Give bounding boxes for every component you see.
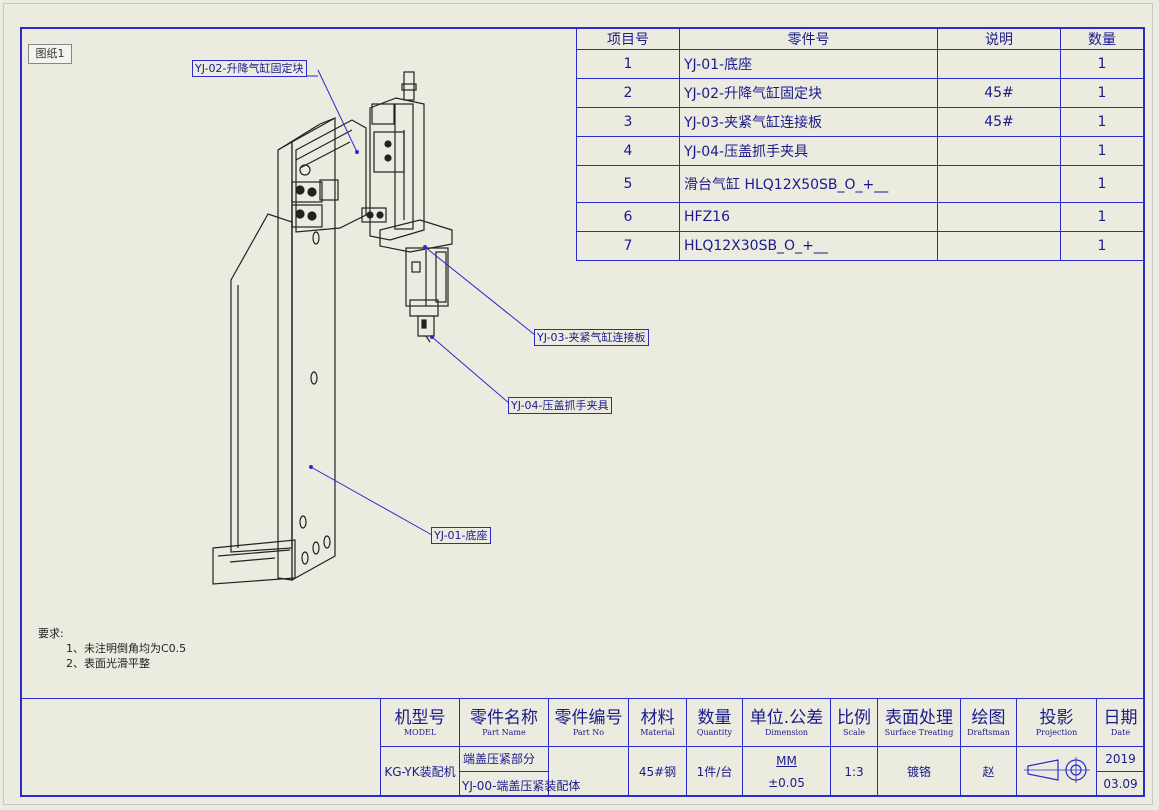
bom-qty: 1 bbox=[1060, 49, 1144, 79]
bom-qty: 1 bbox=[1060, 107, 1144, 137]
tb-scale-value: 1:3 bbox=[830, 746, 878, 797]
bom-part: YJ-04-压盖抓手夹具 bbox=[679, 136, 938, 166]
bom-qty: 1 bbox=[1060, 165, 1144, 203]
bom-row: 2 YJ-02-升降气缸固定块 45# 1 bbox=[576, 78, 1144, 108]
sheet-tab[interactable]: 图纸1 bbox=[28, 44, 72, 64]
callout-yj03[interactable]: YJ-03-夹紧气缸连接板 bbox=[534, 329, 649, 346]
bom-part: YJ-02-升降气缸固定块 bbox=[679, 78, 938, 108]
tb-unit-cell: MM ±0.05 bbox=[742, 746, 831, 797]
bom-desc bbox=[937, 136, 1061, 166]
sheet-outer-border bbox=[3, 3, 1153, 805]
tb-surface-value: 镀铬 bbox=[877, 746, 961, 797]
tb-draftsman-value: 赵 bbox=[960, 746, 1017, 797]
bom-item: 4 bbox=[576, 136, 680, 166]
bom-item: 3 bbox=[576, 107, 680, 137]
bom-part: 滑台气缸 HLQ12X50SB_O_+__ bbox=[679, 165, 938, 203]
bom-header-item: 项目号 bbox=[576, 27, 680, 50]
tb-partname-cell: 端盖压紧部分 bbox=[459, 746, 549, 797]
callout-yj02[interactable]: YJ-02-升降气缸固定块 bbox=[192, 60, 307, 77]
bom-header-row: 项目号 零件号 说明 数量 bbox=[576, 27, 1144, 50]
tb-partname-value: 端盖压紧部分 bbox=[460, 748, 548, 772]
bom-row: 1 YJ-01-底座 1 bbox=[576, 49, 1144, 79]
tb-qty-value: 1件/台 bbox=[686, 746, 743, 797]
leader-lines bbox=[192, 69, 536, 536]
notes-line: 2、表面光滑平整 bbox=[66, 657, 150, 670]
bom-desc: 45# bbox=[937, 107, 1061, 137]
bom-part: HLQ12X30SB_O_+__ bbox=[679, 231, 938, 261]
tb-model-value: KG-YK装配机 bbox=[380, 746, 460, 797]
notes-line: 1、未注明倒角均为C0.5 bbox=[66, 642, 187, 655]
bom-desc bbox=[937, 231, 1061, 261]
title-block-top-line bbox=[20, 698, 380, 699]
bom-header-qty: 数量 bbox=[1060, 27, 1144, 50]
tb-date-monthday: 03.09 bbox=[1103, 777, 1138, 791]
base-part bbox=[212, 116, 336, 585]
technical-notes: 要求: 1、未注明倒角均为C0.5 2、表面光滑平整 bbox=[38, 626, 186, 671]
bom-item: 1 bbox=[576, 49, 680, 79]
bom-desc bbox=[937, 202, 1061, 232]
clamp-plate-and-gripper bbox=[379, 219, 453, 343]
callout-yj04[interactable]: YJ-04-压盖抓手夹具 bbox=[508, 397, 612, 414]
callout-yj01[interactable]: YJ-01-底座 bbox=[431, 527, 491, 544]
bom-row: 4 YJ-04-压盖抓手夹具 1 bbox=[576, 136, 1144, 166]
bom-row: 7 HLQ12X30SB_O_+__ 1 bbox=[576, 231, 1144, 261]
bom-part: HFZ16 bbox=[679, 202, 938, 232]
tb-partno-value: YJ-00-端盖压紧装配体 bbox=[462, 779, 581, 793]
bom-table: 项目号 零件号 说明 数量 1 YJ-01-底座 1 2 YJ-02-升降气缸固… bbox=[576, 27, 1144, 261]
bom-part: YJ-01-底座 bbox=[679, 49, 938, 79]
tb-material-value: 45#钢 bbox=[628, 746, 687, 797]
tb-tolerance-value: ±0.05 bbox=[768, 775, 805, 790]
bom-qty: 1 bbox=[1060, 231, 1144, 261]
first-angle-projection-icon bbox=[1023, 756, 1090, 783]
tb-date-cell: 2019 03.09 bbox=[1096, 746, 1145, 797]
notes-title: 要求: bbox=[38, 627, 64, 640]
bom-desc: 45# bbox=[937, 78, 1061, 108]
tb-unit-value: MM bbox=[776, 753, 797, 768]
tb-date-year: 2019 bbox=[1097, 748, 1144, 772]
slide-cylinder bbox=[361, 71, 425, 241]
bom-desc bbox=[937, 49, 1061, 79]
tb-projection-symbol bbox=[1016, 746, 1097, 797]
lift-cylinder-block bbox=[291, 119, 367, 233]
leader-dots bbox=[309, 150, 434, 469]
